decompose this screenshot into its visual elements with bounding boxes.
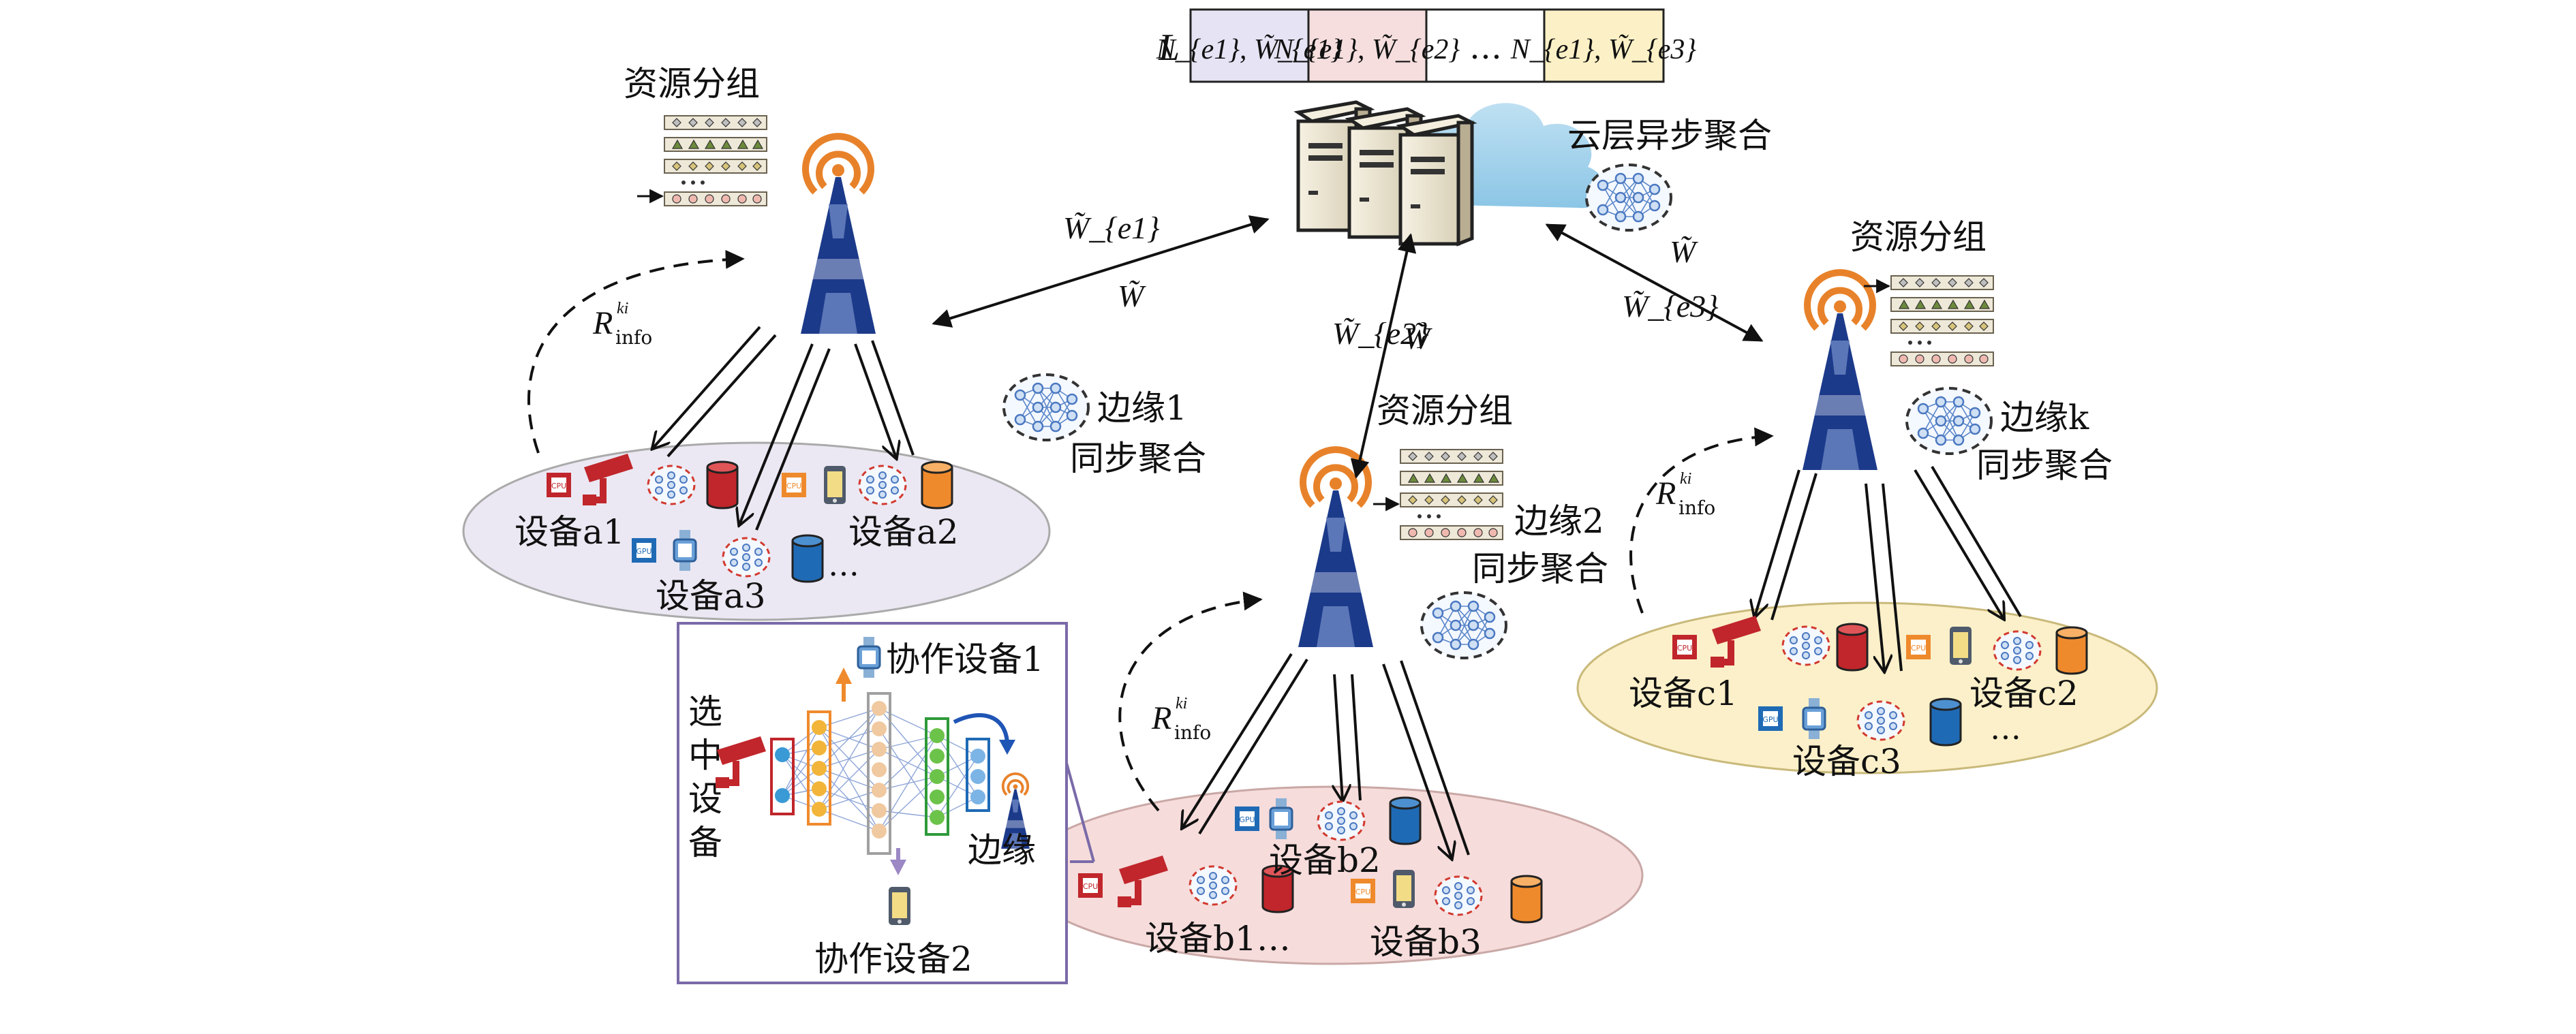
edgek-resource-list bbox=[1890, 275, 1994, 366]
edgek-rinfo: R bbox=[1655, 475, 1676, 512]
edgek-tower-icon bbox=[1803, 272, 1877, 470]
queue-cell-2-text: N_{e1}, W̃_{e2} bbox=[1274, 34, 1460, 65]
inset-coop1-label: 协作设备1 bbox=[886, 640, 1044, 679]
cluster-a-ellipsis: … bbox=[828, 546, 859, 583]
queue-cell-1-text: N_{e1}, W̃_{e1} bbox=[1156, 34, 1343, 65]
queue-cell-4-text: N_{e1}, W̃_{e3} bbox=[1510, 34, 1697, 65]
edge1-group-label: 资源分组 bbox=[624, 64, 760, 104]
device-b3-label: 设备b3 bbox=[1370, 922, 1482, 962]
edgek-rinfo-sup: ki bbox=[1680, 470, 1691, 488]
cloud-async-agg-label: 云层异步聚合 bbox=[1567, 116, 1772, 155]
edge1-model-icon bbox=[1002, 373, 1090, 441]
edge1-rinfo-sub: info bbox=[615, 326, 652, 349]
queue-cell-3-text: … bbox=[1469, 29, 1502, 67]
edge2-name: 边缘2 bbox=[1514, 501, 1604, 541]
inset-edge-label: 边缘 bbox=[968, 830, 1036, 870]
device-c2-label: 设备c2 bbox=[1969, 674, 2079, 713]
edge2-rinfo-sub: info bbox=[1174, 721, 1211, 744]
edge2-rinfo: R bbox=[1151, 700, 1171, 736]
queue-L-label: L bbox=[1158, 27, 1180, 69]
edgek-rinfo-sub: info bbox=[1678, 497, 1715, 519]
edge1-rinfo: R bbox=[592, 305, 613, 341]
link-right-up: W̃_{e3} bbox=[1622, 289, 1719, 324]
edge2-group-label: 资源分组 bbox=[1377, 391, 1513, 430]
edge1-tower-icon bbox=[801, 136, 876, 334]
inset-coop2-phone-icon bbox=[889, 887, 910, 925]
inset-panel bbox=[677, 622, 1068, 984]
edge2-model-icon bbox=[1420, 591, 1507, 659]
inset-split-network bbox=[770, 668, 1015, 875]
edge2-rinfo-sup: ki bbox=[1176, 695, 1187, 712]
inset-selected-char-1: 选 bbox=[688, 692, 722, 732]
link-left-down: W̃ bbox=[1118, 279, 1146, 313]
edge1-rinfo-sup: ki bbox=[617, 300, 628, 317]
cloud-server-icon bbox=[1293, 100, 1606, 247]
link-left-up: W̃_{e1} bbox=[1063, 210, 1160, 245]
device-c1-label: 设备c1 bbox=[1629, 674, 1738, 713]
link-right-down: W̃ bbox=[1670, 234, 1698, 269]
device-a3-label: 设备a3 bbox=[656, 576, 766, 616]
edge2-tower-icon bbox=[1298, 450, 1373, 647]
queue-cell-4 bbox=[1543, 8, 1665, 83]
edge1-resource-list bbox=[664, 115, 767, 206]
edge2-sync-agg: 同步聚合 bbox=[1472, 549, 1608, 589]
queue-cell-3 bbox=[1425, 8, 1546, 83]
cluster-c-ellipsis: … bbox=[1990, 710, 2021, 747]
queue-cell-1 bbox=[1189, 8, 1310, 83]
edgek-model-icon bbox=[1905, 387, 1993, 455]
device-a2-label: 设备a2 bbox=[848, 512, 959, 552]
device-b1-label: 设备b1… bbox=[1145, 919, 1291, 958]
queue-block: L N_{e1}, W̃_{e1} N_{e1}, W̃_{e2} … N_{e… bbox=[1156, 8, 1697, 83]
link-mid-down: W̃ bbox=[1404, 321, 1432, 356]
device-b2-label: 设备b2 bbox=[1269, 841, 1381, 880]
device-c3-label: 设备c3 bbox=[1792, 742, 1901, 781]
edge2-resource-list bbox=[1400, 449, 1503, 540]
edge1-sync-agg: 同步聚合 bbox=[1070, 439, 1206, 478]
edgek-group-label: 资源分组 bbox=[1850, 217, 1987, 257]
edgek-name: 边缘k bbox=[2000, 398, 2089, 437]
queue-cell-2 bbox=[1307, 8, 1428, 83]
inset-selected-char-4: 备 bbox=[688, 823, 722, 862]
inset-coop2-label: 协作设备2 bbox=[814, 939, 972, 979]
inset-selected-char-2: 中 bbox=[688, 736, 722, 775]
link-mid-up: W̃_{e2} bbox=[1332, 316, 1429, 351]
cloud-model-icon bbox=[1585, 163, 1672, 232]
device-a1-label: 设备a1 bbox=[515, 512, 625, 552]
edge1-name: 边缘1 bbox=[1097, 388, 1187, 428]
edgek-sync-agg: 同步聚合 bbox=[1976, 445, 2113, 485]
inset-pointer bbox=[1065, 762, 1095, 862]
